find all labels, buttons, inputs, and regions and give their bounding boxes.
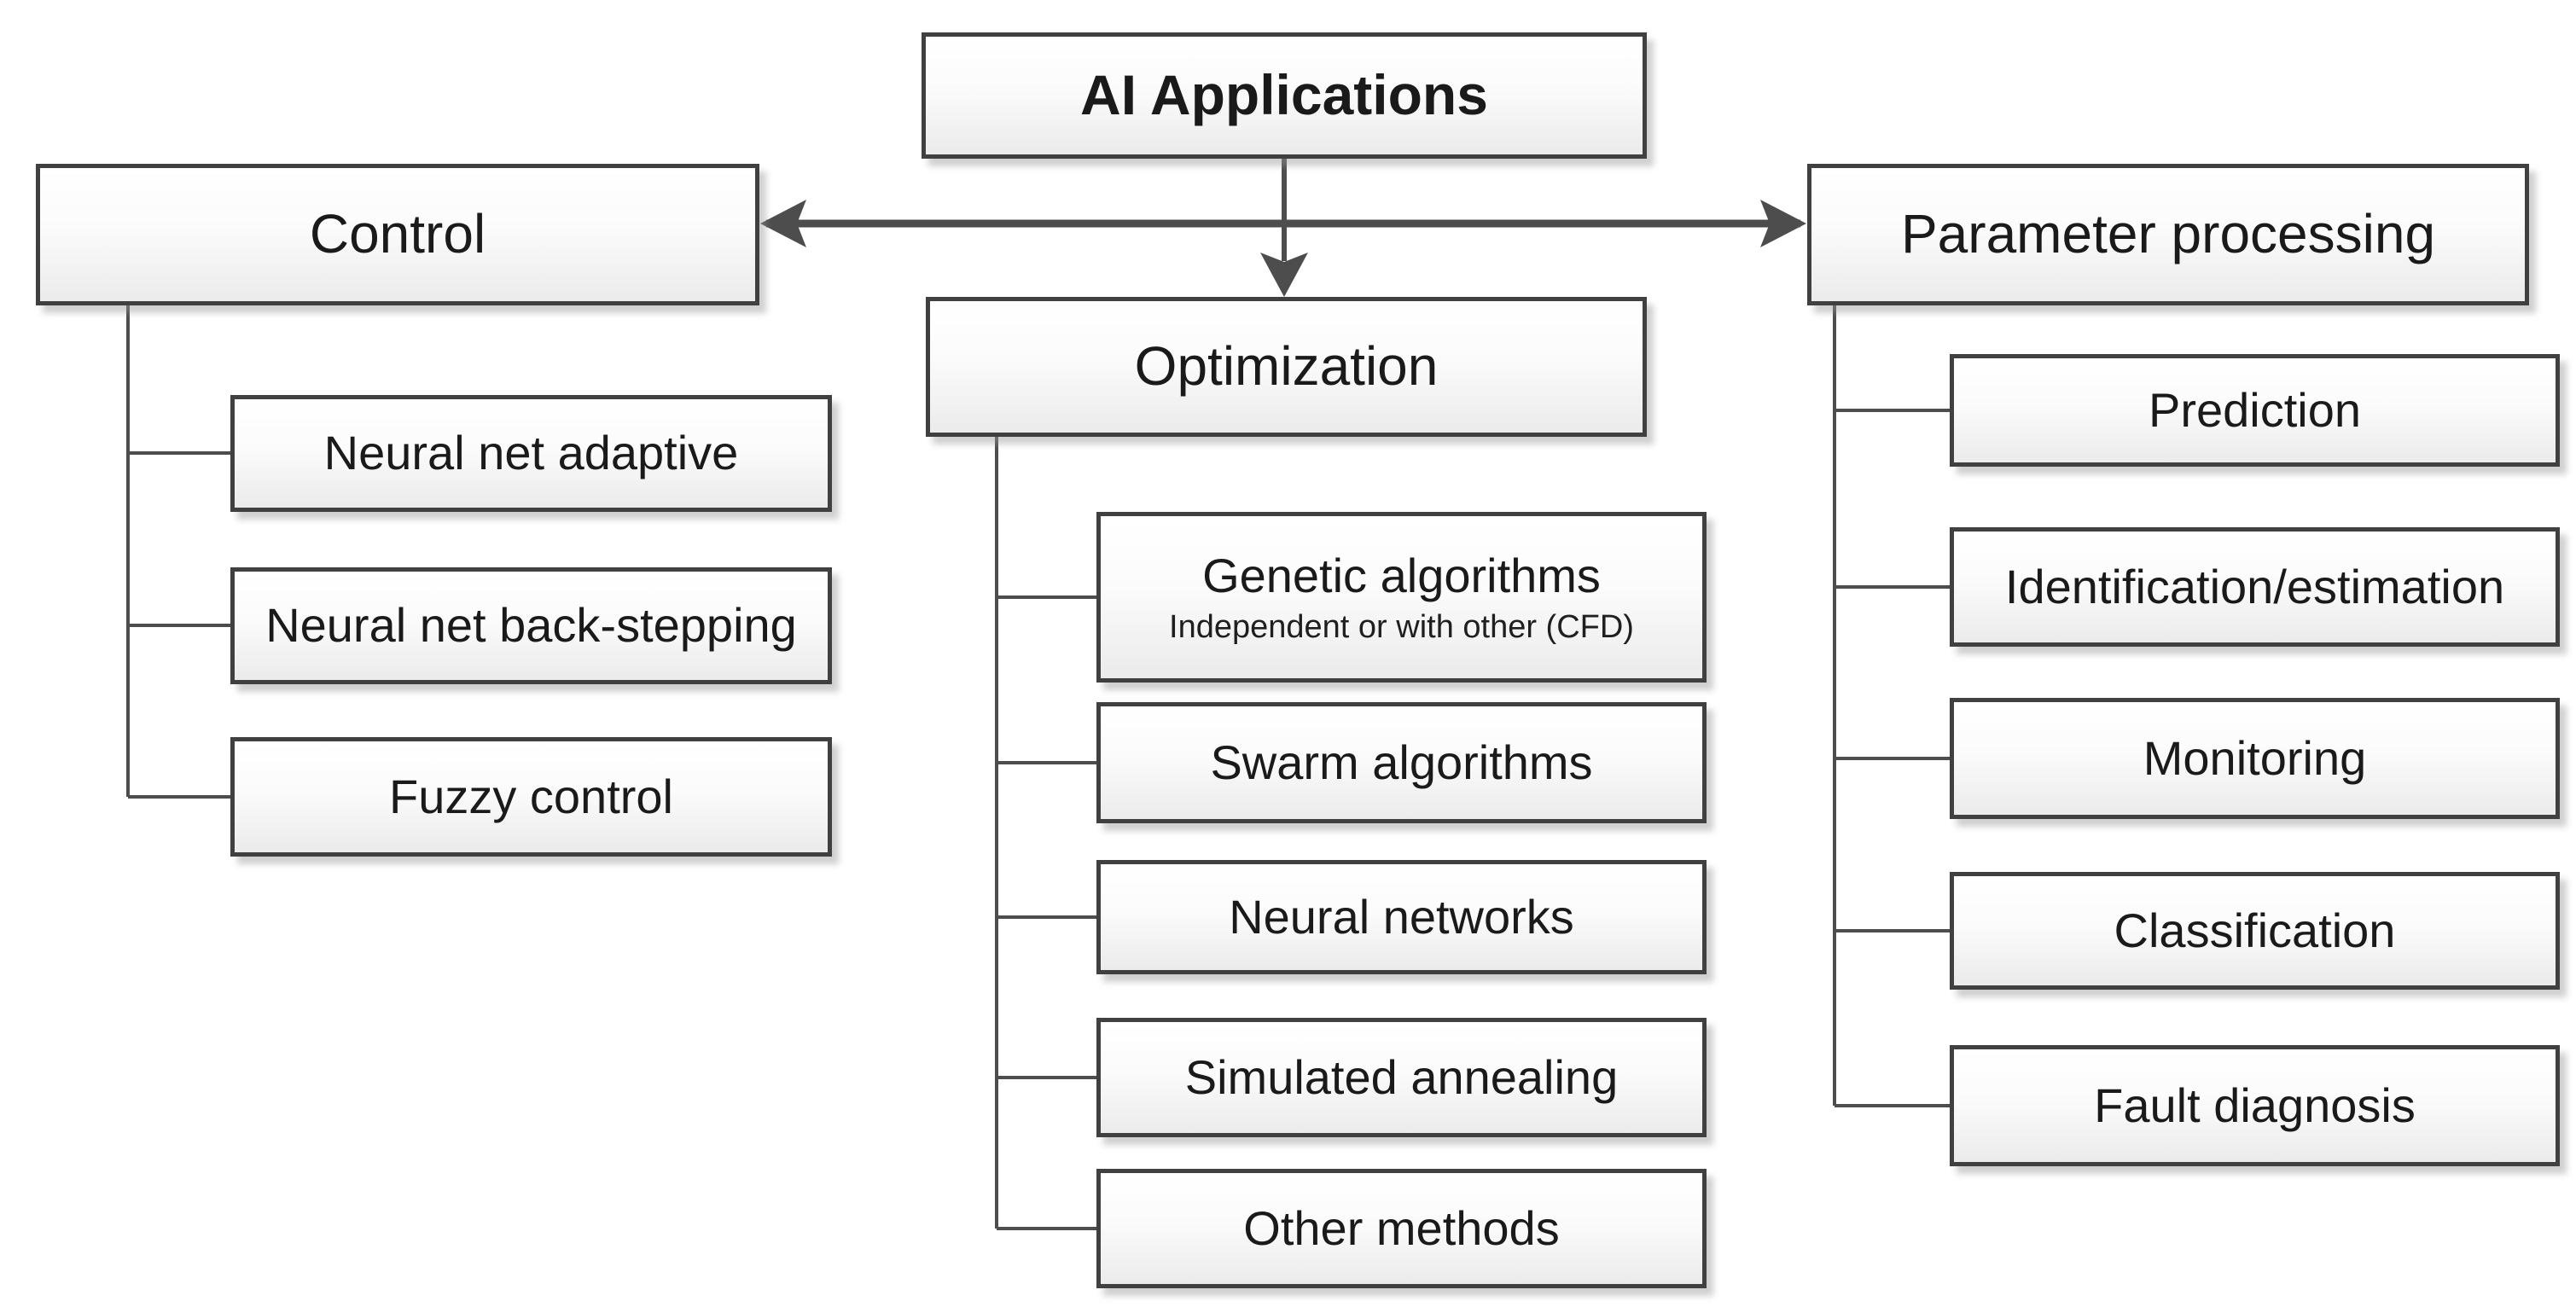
node-label: AI Applications bbox=[1080, 63, 1488, 127]
parameter-branch-lines bbox=[1833, 305, 1950, 1107]
node-swarm-algorithms: Swarm algorithms bbox=[1096, 702, 1707, 823]
node-neural-net-adaptive: Neural net adaptive bbox=[230, 395, 832, 512]
node-monitoring: Monitoring bbox=[1950, 698, 2560, 819]
arrow-left-icon bbox=[760, 200, 806, 247]
node-label: Identification/estimation bbox=[2004, 559, 2505, 613]
node-parameter-processing: Parameter processing bbox=[1807, 164, 2529, 305]
node-neural-networks: Neural networks bbox=[1096, 860, 1707, 974]
node-fuzzy-control: Fuzzy control bbox=[230, 737, 832, 857]
node-other-methods: Other methods bbox=[1096, 1169, 1707, 1288]
control-branch-lines bbox=[126, 305, 230, 799]
node-label: Optimization bbox=[1134, 335, 1439, 398]
node-subtitle: Independent or with other (CFD) bbox=[1169, 609, 1634, 646]
node-optimization: Optimization bbox=[926, 297, 1647, 437]
node-neural-net-back-stepping: Neural net back-stepping bbox=[230, 567, 832, 684]
arrow-right-icon bbox=[1760, 200, 1806, 247]
node-genetic-algorithms: Genetic algorithms Independent or with o… bbox=[1096, 512, 1707, 683]
node-label: Neural net adaptive bbox=[323, 426, 739, 480]
node-simulated-annealing: Simulated annealing bbox=[1096, 1018, 1707, 1137]
node-classification: Classification bbox=[1950, 872, 2560, 990]
node-label: Fault diagnosis bbox=[2094, 1078, 2416, 1132]
node-label: Simulated annealing bbox=[1184, 1049, 1619, 1104]
node-identification-estimation: Identification/estimation bbox=[1950, 527, 2560, 647]
node-label: Swarm algorithms bbox=[1210, 735, 1593, 789]
node-label: Fuzzy control bbox=[389, 769, 673, 823]
optimization-branch-lines bbox=[995, 437, 1096, 1230]
node-prediction: Prediction bbox=[1950, 354, 2560, 467]
node-control: Control bbox=[36, 164, 759, 305]
arrow-down-icon bbox=[1260, 253, 1308, 297]
node-label: Prediction bbox=[2148, 382, 2362, 437]
node-label: Monitoring bbox=[2143, 730, 2367, 785]
node-label: Neural networks bbox=[1229, 889, 1574, 944]
node-fault-diagnosis: Fault diagnosis bbox=[1950, 1045, 2560, 1166]
node-label: Genetic algorithms bbox=[1202, 548, 1601, 602]
node-label: Classification bbox=[2114, 903, 2396, 957]
node-label: Control bbox=[309, 203, 486, 265]
node-label: Parameter processing bbox=[1900, 203, 2436, 265]
node-label: Other methods bbox=[1243, 1200, 1560, 1255]
node-ai-applications: AI Applications bbox=[922, 32, 1647, 159]
node-label: Neural net back-stepping bbox=[265, 598, 797, 653]
